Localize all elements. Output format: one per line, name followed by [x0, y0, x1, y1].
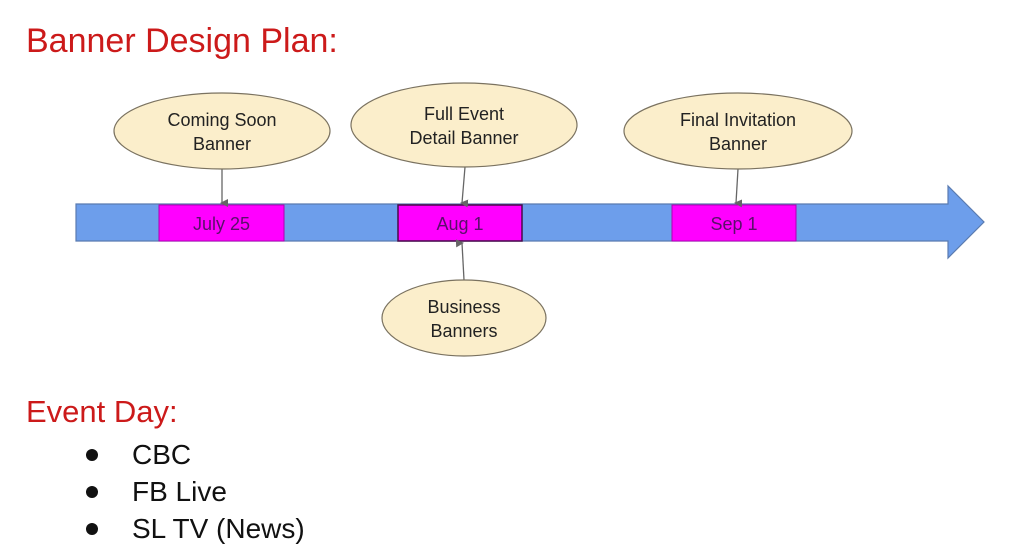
- connector-arrow: [455, 239, 465, 281]
- bubble-shape: [350, 82, 578, 168]
- date-box: [397, 204, 523, 242]
- bullet-icon: [86, 523, 98, 535]
- bubble-shape: [623, 92, 853, 170]
- date-label: July 25: [193, 214, 250, 234]
- list-item-label: SL TV (News): [132, 513, 305, 544]
- milestone-aug-1: Aug 1: [397, 204, 523, 242]
- list-item: FB Live: [84, 473, 305, 510]
- bubble-label-line1: Full Event: [424, 104, 504, 124]
- bubble-final-invitation-banner: Final Invitation Banner: [623, 92, 853, 170]
- bubble-label-line2: Banners: [430, 321, 497, 341]
- bubble-label-line2: Banner: [709, 134, 767, 154]
- date-box: [158, 204, 285, 242]
- page-title: Banner Design Plan:: [26, 22, 338, 60]
- list-item: SL TV (News): [84, 510, 305, 547]
- bubble-coming-soon-banner: Coming Soon Banner: [113, 92, 331, 170]
- date-box: [671, 204, 797, 242]
- bubble-label-line2: Banner: [193, 134, 251, 154]
- bubble-business-banners: Business Banners: [381, 279, 547, 357]
- list-item-label: FB Live: [132, 476, 227, 507]
- event-day-list: CBC FB Live SL TV (News): [84, 436, 305, 547]
- milestone-sep-1: Sep 1: [671, 204, 797, 242]
- date-label: Aug 1: [436, 214, 483, 234]
- milestone-july-25: July 25: [158, 204, 285, 242]
- bubble-label-line1: Coming Soon: [167, 110, 276, 130]
- list-item: CBC: [84, 436, 305, 473]
- list-item-label: CBC: [132, 439, 192, 470]
- bubble-shape: [381, 279, 547, 357]
- bullet-icon: [86, 486, 98, 498]
- bubble-shape: [113, 92, 331, 170]
- bullet-icon: [86, 449, 98, 461]
- connector-arrow: [734, 168, 743, 208]
- event-day-heading: Event Day:: [26, 394, 178, 429]
- bubble-label-line2: Detail Banner: [409, 128, 518, 148]
- bubble-label-line1: Final Invitation: [680, 110, 796, 130]
- bubble-label-line1: Business: [427, 297, 500, 317]
- date-label: Sep 1: [710, 214, 757, 234]
- connector-arrow: [460, 166, 469, 208]
- bubble-full-event-detail-banner: Full Event Detail Banner: [350, 82, 578, 168]
